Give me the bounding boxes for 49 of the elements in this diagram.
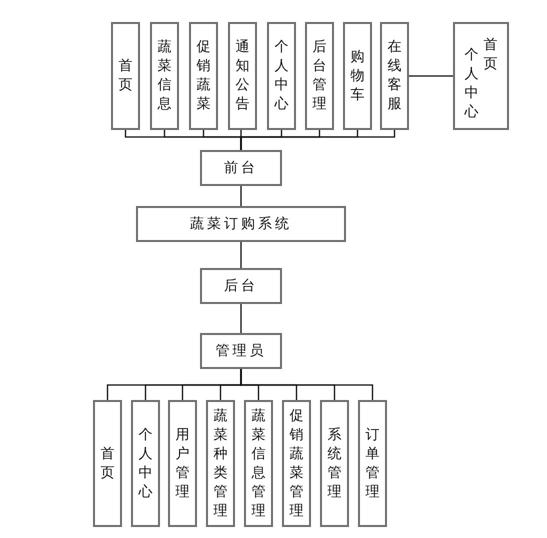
process-box — [200, 150, 282, 186]
box-label: 首页 — [100, 444, 115, 482]
process-box — [189, 22, 218, 130]
box-label: 个人中心 — [138, 426, 153, 502]
box-label: 促销蔬菜管理 — [289, 406, 304, 520]
box-label: 后台 — [224, 277, 258, 295]
box-label: 个人中心 — [274, 38, 289, 114]
box-label: 促销蔬菜 — [196, 38, 211, 114]
connector-line — [240, 242, 242, 268]
process-box — [358, 400, 387, 527]
box-label: 管理员 — [216, 342, 266, 360]
box-label: 在线客服 — [387, 38, 402, 114]
box-label: 个人中心 — [464, 46, 479, 122]
process-box — [320, 400, 349, 527]
process-box — [168, 400, 197, 527]
connector-line — [240, 369, 374, 400]
process-box — [93, 400, 122, 527]
box-label: 系统管理 — [327, 426, 342, 502]
process-box — [200, 268, 282, 304]
process-box — [206, 400, 235, 527]
process-box — [380, 22, 409, 130]
box-label: 首页 — [118, 57, 133, 95]
process-box — [305, 22, 334, 130]
process-box — [131, 400, 160, 527]
process-box — [111, 22, 140, 130]
box-label: 蔬菜订购系统 — [190, 215, 292, 233]
box-label: 订单管理 — [365, 426, 380, 502]
box-label: 蔬菜信息管理 — [251, 406, 266, 520]
process-box — [267, 22, 296, 130]
box-label: 购物车 — [350, 48, 365, 104]
box-label: 后台管理 — [312, 38, 327, 114]
box-label: 蔬菜种类管理 — [213, 406, 228, 520]
box-label: 用户管理 — [175, 426, 190, 502]
box-label: 首页 — [483, 36, 498, 74]
process-box — [228, 22, 257, 130]
connector-line — [409, 75, 453, 77]
box-label: 蔬菜信息 — [157, 38, 172, 114]
process-box — [244, 400, 273, 527]
process-box — [282, 400, 311, 527]
process-box — [136, 206, 346, 242]
process-box — [343, 22, 372, 130]
process-box — [200, 333, 282, 369]
connector-line — [240, 130, 396, 150]
connector-line — [240, 304, 242, 333]
process-box — [453, 22, 509, 130]
box-label: 前台 — [224, 159, 258, 177]
connector-line — [240, 186, 242, 206]
box-label: 通知公告 — [235, 38, 250, 114]
process-box — [150, 22, 179, 130]
